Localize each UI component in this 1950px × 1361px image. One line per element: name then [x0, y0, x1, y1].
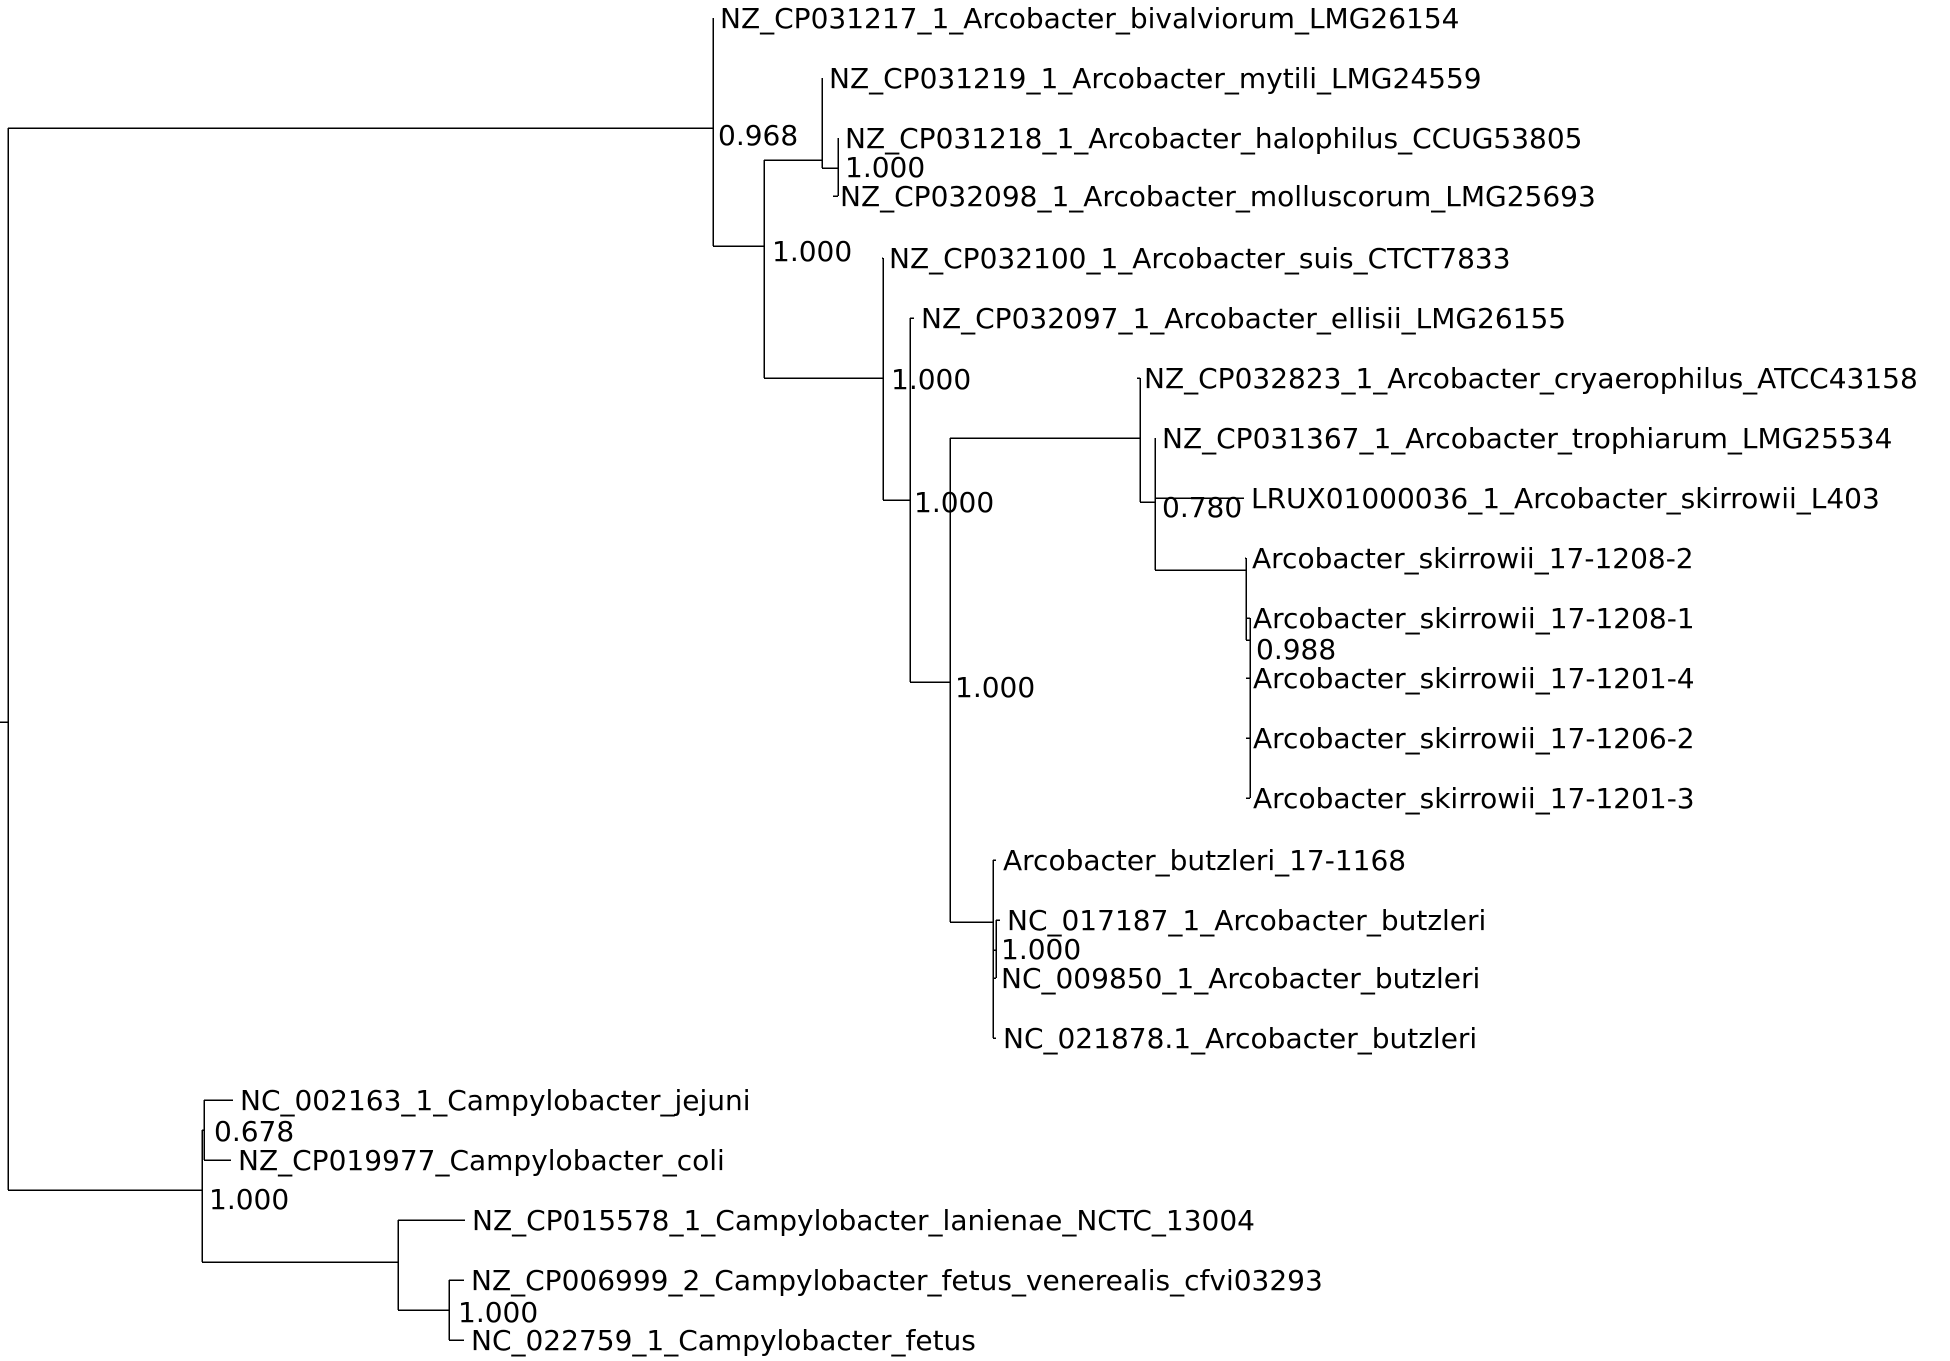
support-value: 1.000 — [955, 671, 1035, 704]
support-value: 0.678 — [214, 1115, 294, 1148]
support-value: 0.780 — [1162, 491, 1242, 524]
leaf-label: Arcobacter_butzleri_17-1168 — [1003, 844, 1406, 877]
leaf-label: NZ_CP031217_1_Arcobacter_bivalviorum_LMG… — [720, 2, 1459, 35]
support-value: 1.000 — [458, 1296, 538, 1329]
leaf-label: LRUX01000036_1_Arcobacter_skirrowii_L403 — [1251, 482, 1880, 515]
support-value: 1.000 — [772, 235, 852, 268]
leaf-label: Arcobacter_skirrowii_17-1201-4 — [1253, 662, 1695, 695]
support-value: 0.988 — [1256, 633, 1336, 666]
support-value: 1.000 — [209, 1183, 289, 1216]
leaf-label: NZ_CP032100_1_Arcobacter_suis_CTCT7833 — [889, 242, 1511, 275]
support-value: 0.968 — [718, 119, 798, 152]
leaf-label: NZ_CP032823_1_Arcobacter_cryaerophilus_A… — [1144, 362, 1918, 395]
leaf-label: NZ_CP032098_1_Arcobacter_molluscorum_LMG… — [840, 180, 1596, 213]
leaf-label: NC_022759_1_Campylobacter_fetus — [471, 1324, 976, 1357]
leaf-label: NZ_CP032097_1_Arcobacter_ellisii_LMG2615… — [921, 302, 1566, 335]
leaf-label: NZ_CP031218_1_Arcobacter_halophilus_CCUG… — [845, 122, 1582, 155]
leaf-label: NZ_CP019977_Campylobacter_coli — [238, 1144, 725, 1177]
leaf-label: NC_002163_1_Campylobacter_jejuni — [240, 1084, 751, 1117]
leaf-label: Arcobacter_skirrowii_17-1208-1 — [1253, 602, 1695, 635]
leaf-label: NZ_CP031367_1_Arcobacter_trophiarum_LMG2… — [1162, 422, 1892, 455]
leaf-label: NC_021878.1_Arcobacter_butzleri — [1003, 1022, 1477, 1055]
leaf-label: NC_009850_1_Arcobacter_butzleri — [1001, 962, 1480, 995]
leaf-label: NZ_CP031219_1_Arcobacter_mytili_LMG24559 — [829, 62, 1482, 95]
support-value: 1.000 — [1001, 933, 1081, 966]
support-value: 1.000 — [891, 363, 971, 396]
leaf-label: NZ_CP015578_1_Campylobacter_lanienae_NCT… — [472, 1204, 1255, 1237]
leaf-label: Arcobacter_skirrowii_17-1201-3 — [1253, 782, 1695, 815]
support-value: 1.000 — [845, 151, 925, 184]
leaf-label: Arcobacter_skirrowii_17-1208-2 — [1252, 542, 1694, 575]
leaf-label: NC_017187_1_Arcobacter_butzleri — [1007, 904, 1486, 937]
leaf-label: Arcobacter_skirrowii_17-1206-2 — [1253, 722, 1695, 755]
support-value: 1.000 — [914, 486, 994, 519]
leaf-label: NZ_CP006999_2_Campylobacter_fetus_venere… — [471, 1264, 1323, 1297]
